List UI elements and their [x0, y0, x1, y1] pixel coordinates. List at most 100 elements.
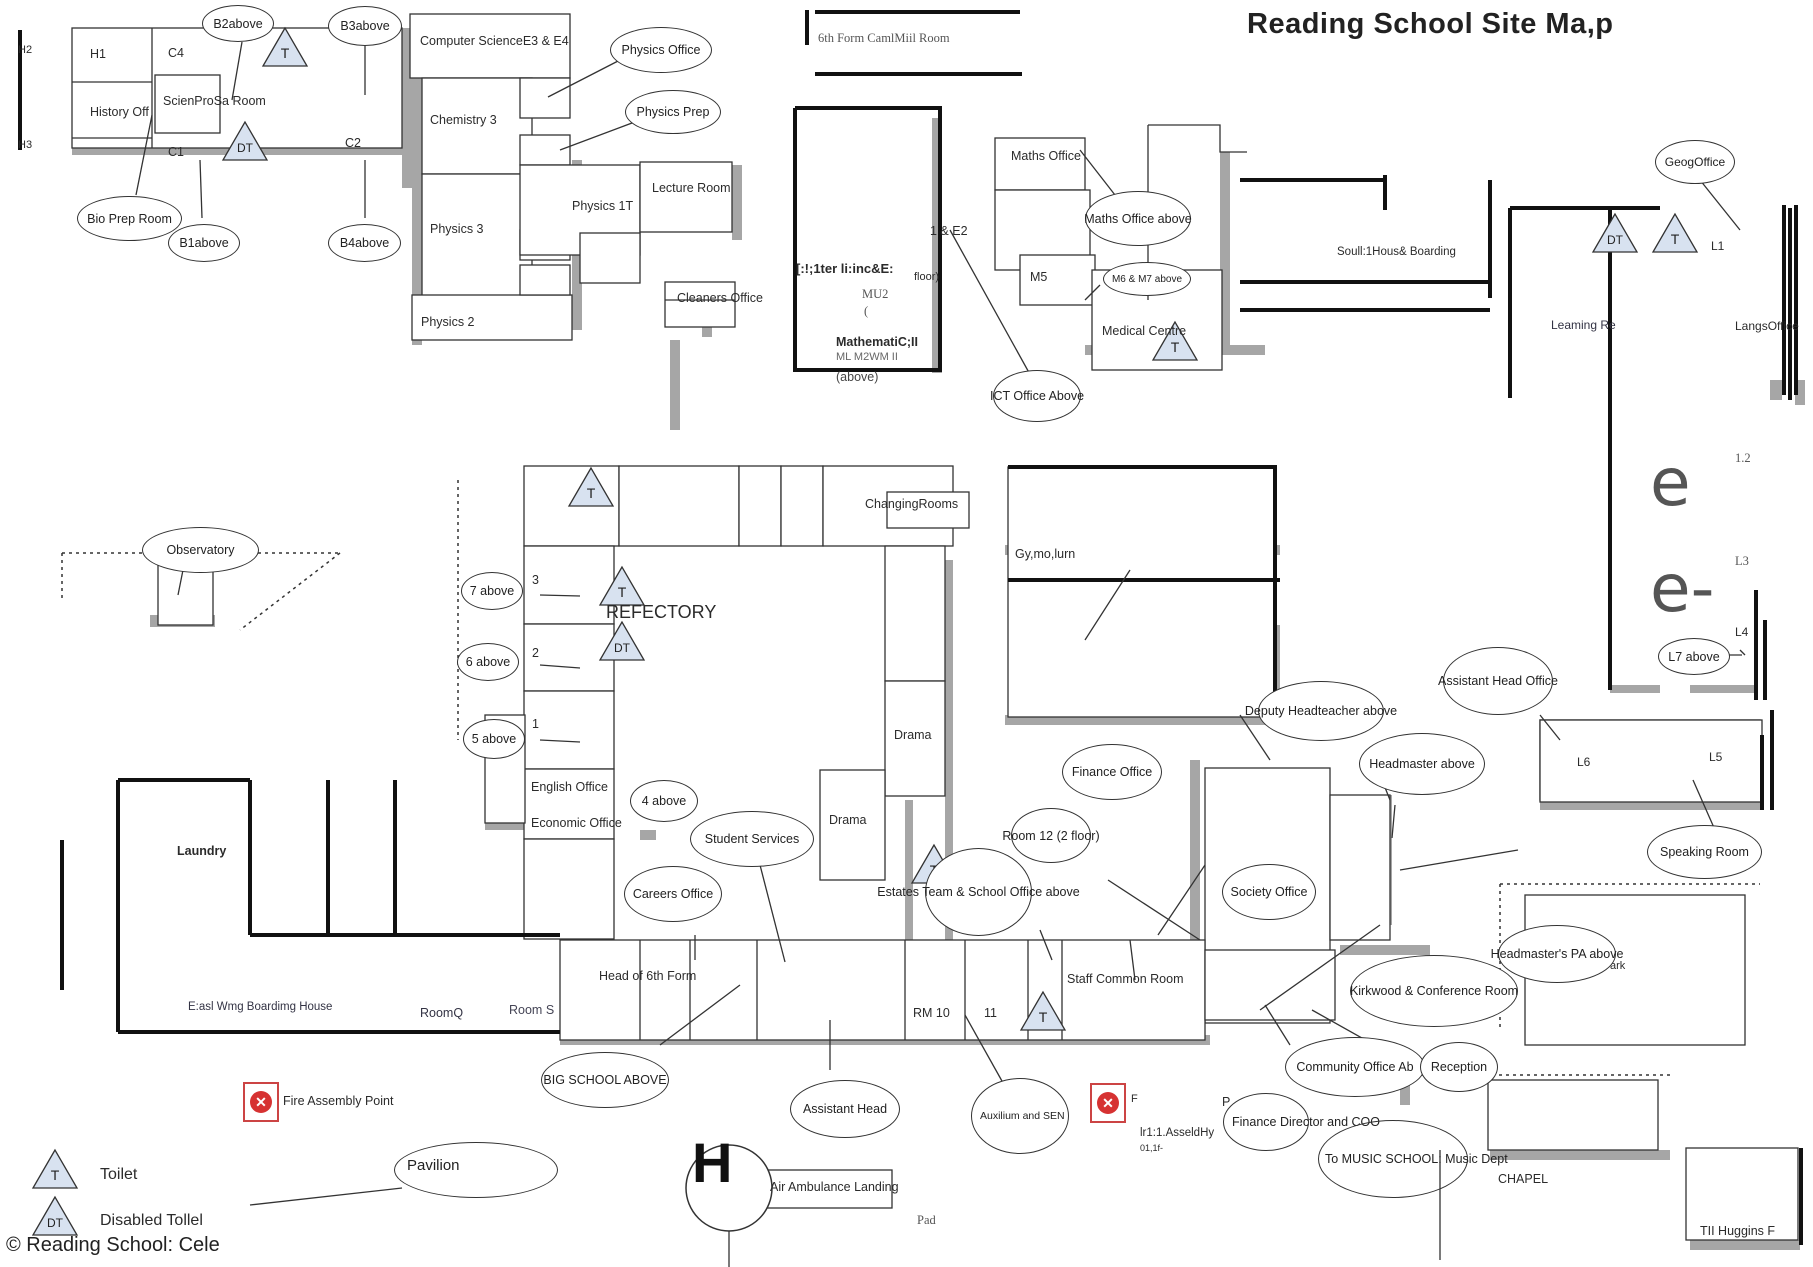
callout-headmaster-above: Headmaster above	[1359, 733, 1485, 795]
triangle-symbol-text: DT	[1607, 233, 1624, 247]
toilet-icon	[567, 466, 615, 507]
label-physics2: Physics 2	[421, 315, 475, 329]
label-english-office: English Office	[531, 780, 608, 794]
triangle-symbol-text: DT	[47, 1216, 64, 1230]
label-computer-science: Computer ScienceE3 & E4	[420, 34, 569, 48]
label-sixth-form-room: 6th Form CamlMiil Room	[818, 31, 950, 45]
label-maths-block-a: [:!;1ter li:inc&E:	[796, 261, 894, 276]
copyright-notice: © Reading School: Cele	[6, 1234, 220, 1256]
label-chapel: CHAPEL	[1498, 1172, 1549, 1186]
label-l1: L1	[1711, 239, 1725, 253]
callout-careers-office: Careers Office	[624, 866, 722, 922]
label-lecture-room: Lecture Room	[652, 181, 731, 195]
label-l2: 1.2	[1735, 451, 1751, 465]
legend-disabled-toilet-label: Disabled Tollel	[100, 1212, 203, 1229]
label-m5: M5	[1030, 270, 1048, 284]
label-south-house: Soull:1Hous& Boarding	[1337, 246, 1456, 258]
label-asset-b: 01,1f-	[1140, 1143, 1164, 1153]
triangle-symbol-text: T	[618, 584, 627, 600]
callout-pavilion: Pavilion	[394, 1142, 558, 1198]
label-c1: C1	[168, 145, 184, 159]
triangle-symbol-text: DT	[237, 141, 254, 155]
toilet-icon	[598, 565, 646, 606]
label-maths-block-f: (above)	[836, 370, 879, 384]
label-langs-office: LangsOffice	[1735, 319, 1799, 333]
disabled-toilet-icon	[1591, 212, 1639, 253]
label-rm10: RM 10	[913, 1006, 950, 1020]
callout-bio-prep-room: Bio Prep Room	[77, 196, 182, 241]
helipad-h-icon: H	[692, 1131, 733, 1194]
label-maths-block-c: (	[864, 304, 869, 318]
callout-big-school-above: BIG SCHOOL ABOVE	[541, 1052, 669, 1108]
legend-toilet-label: Toilet	[100, 1166, 138, 1183]
callout-headmasters-pa: Headmaster's PA above	[1491, 925, 1623, 983]
label-chemistry: Chemistry 3	[430, 113, 497, 127]
callout-l7-above: L7 above	[1658, 638, 1730, 675]
label-economic-office: Economic Office	[531, 816, 622, 830]
callout-assistant-head: Assistant Head	[790, 1080, 900, 1138]
label-head-6th-form: Head of 6th Form	[599, 969, 697, 983]
letter-e-glyph: e	[1650, 444, 1691, 521]
toilet-icon	[1019, 990, 1067, 1031]
callout-4-above: 4 above	[630, 780, 698, 822]
label-gym: Gy,mo,lurn	[1015, 547, 1076, 561]
label-park: ark	[1610, 960, 1626, 972]
callout-physics-office: Physics Office	[610, 27, 712, 73]
triangle-symbol-text: T	[51, 1167, 60, 1183]
label-east-wing: E:asl Wmg Boardimg House	[188, 1001, 333, 1013]
disabled-toilet-icon	[221, 120, 269, 161]
label-room-1: 1	[532, 717, 539, 731]
callout-kirkwood-conference: Kirkwood & Conference Room	[1350, 955, 1518, 1027]
callout-b4-above: B4above	[328, 224, 401, 262]
label-room-2: 2	[532, 646, 539, 660]
callout-geog-office: GeogOffice	[1655, 140, 1735, 184]
label-laundry: Laundry	[177, 844, 227, 858]
callout-5-above: 5 above	[463, 719, 525, 759]
callout-music-school: To MUSIC SCHOOL: Music Dept	[1318, 1120, 1508, 1198]
label-asset-a: lr1:1.AsseldHy	[1140, 1127, 1215, 1139]
label-maths-block-e: ML M2WM II	[836, 351, 898, 363]
callout-physics-prep: Physics Prep	[625, 90, 721, 134]
label-h3: H3	[18, 139, 33, 151]
label-history-office: History Off	[90, 105, 149, 119]
callout-maths-office-above: Maths Office above	[1084, 191, 1192, 246]
callout-b1-above: B1above	[168, 224, 240, 262]
label-drama-1: Drama	[894, 728, 932, 742]
callout-observatory: Observatory	[142, 527, 259, 573]
callout-finance-office: Finance Office	[1062, 744, 1162, 800]
label-p-mark: P	[1222, 1095, 1231, 1109]
callout-society-office: Society Office	[1222, 864, 1316, 920]
label-l4: L4	[1735, 625, 1749, 639]
toilet-icon	[261, 26, 309, 67]
label-refectory: REFECTORY	[606, 602, 717, 622]
label-learning: Leaming Re	[1551, 318, 1616, 332]
label-h2: H2	[18, 44, 33, 56]
callout-auxilium-sen-office: Auxilium and SEN Office Ab	[971, 1078, 1069, 1154]
disabled-toilet-icon	[31, 1195, 79, 1236]
fire-assembly-icon: ✕	[243, 1082, 279, 1122]
label-medical-centre: Medical Centre	[1102, 324, 1187, 338]
callout-6-above: 6 above	[457, 643, 519, 681]
label-maths-office: Maths Office	[1011, 149, 1081, 163]
triangle-symbol-text: T	[281, 45, 290, 61]
callout-m6-m7-above: M6 & M7 above	[1103, 262, 1191, 296]
label-l6: L6	[1577, 755, 1591, 769]
label-room-s: Room S	[509, 1003, 555, 1017]
label-c4: C4	[168, 46, 184, 60]
label-pad: Pad	[917, 1213, 936, 1227]
triangle-symbol-text: DT	[614, 641, 631, 655]
triangle-symbol-text: T	[1039, 1009, 1048, 1025]
fire-assembly-icon-2: ✕	[1090, 1083, 1126, 1123]
label-cleaners-office: Cleaners Office	[677, 291, 763, 305]
callout-ict-office-above: ICT Office Above	[990, 370, 1084, 422]
triangle-symbol-text: T	[1171, 339, 1180, 355]
triangle-symbol-text: T	[587, 485, 596, 501]
letter-e-dash-glyph: e-	[1650, 550, 1715, 627]
label-fire-assembly: Fire Assembly Point	[283, 1094, 394, 1108]
label-h1: H1	[90, 47, 106, 61]
callout-deputy-headteacher: Deputy Headteacher above	[1245, 681, 1397, 741]
callout-b2-above: B2above	[202, 5, 274, 42]
callout-speaking-room: Speaking Room	[1647, 825, 1762, 879]
label-room-q: RoomQ	[420, 1006, 464, 1020]
label-changing-rooms: ChangingRooms	[865, 497, 959, 511]
